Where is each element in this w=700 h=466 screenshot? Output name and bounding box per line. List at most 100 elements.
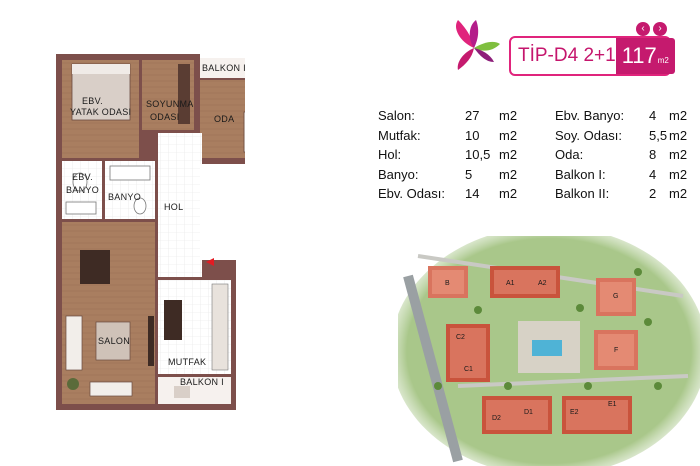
label-ebv-banyo-2: BANYO (66, 185, 99, 195)
building-d (482, 396, 552, 434)
rug (95, 321, 131, 361)
area-right-name: Oda: (555, 147, 584, 163)
site-plan: B A1 A2 G C2 C1 F D2 D1 E2 E1 (398, 236, 700, 466)
site-label-a2: A2 (538, 280, 547, 287)
area-left-unit: m2 (499, 186, 518, 202)
area-right-value: 8 (649, 147, 657, 163)
area-left-name: Salon: (378, 108, 415, 123)
area-right-value: 4 (649, 108, 657, 123)
label-soyunma-1: SOYUNMA (146, 99, 194, 109)
label-ebv-banyo-1: EBV. (72, 172, 93, 182)
area-left-row: Hol: 10,5 m2 (378, 145, 517, 165)
building-b (428, 266, 468, 298)
shower-ebv-banyo (65, 201, 97, 215)
area-right-unit: m2 (669, 108, 688, 123)
area-left-value: 14 (465, 186, 480, 202)
area-right-name: Balkon I: (555, 166, 606, 182)
area-left-value: 10,5 (465, 147, 491, 163)
label-balkon-ii: BALKON II (202, 63, 245, 73)
type-badge: TİP-D4 2+1 117 m2 (509, 36, 675, 76)
area-left-value: 10 (465, 127, 480, 143)
label-salon: SALON (98, 336, 130, 346)
area-left-value: 27 (465, 108, 480, 123)
area-right-row: Ebv. Banyo: 4 m2 (555, 106, 687, 126)
label-oda: ODA (214, 114, 234, 124)
area-right-name: Soy. Odası: (555, 127, 622, 143)
area-right-name: Ebv. Banyo: (555, 108, 625, 123)
dining-table (80, 250, 110, 284)
next-button[interactable]: › (653, 22, 667, 36)
area-left-unit: m2 (499, 166, 518, 182)
area-left-row: Ebv. Odası: 14 m2 (378, 184, 517, 204)
type-area-unit: m2 (657, 55, 669, 65)
area-right-unit: m2 (669, 166, 688, 182)
area-right-row: Balkon II: 2 m2 (555, 184, 687, 204)
building-g (596, 278, 636, 316)
bed-master-pillow (72, 64, 130, 74)
label-soyunma-2: ODASI (150, 112, 180, 122)
site-label-d1: D1 (524, 409, 533, 416)
building-f (594, 330, 638, 370)
tv-unit (148, 316, 154, 366)
room-balkon-i (158, 377, 231, 404)
room-hol (158, 133, 202, 277)
room-oda (200, 80, 245, 158)
bathtub-banyo (109, 165, 151, 181)
site-label-e1: E1 (608, 401, 617, 408)
balcony-chair (174, 386, 190, 398)
area-left-row: Salon: 27 m2 (378, 106, 517, 126)
floor-plan: BALKON II EBV. YATAK ODASI SOYUNMA ODASI… (56, 54, 245, 410)
room-salon (62, 222, 155, 404)
label-balkon-i: BALKON I (180, 377, 224, 387)
type-name: TİP-D4 2+1 (518, 45, 616, 66)
plant (67, 378, 79, 390)
area-right-row: Balkon I: 4 m2 (555, 165, 687, 185)
sofa-bottom (89, 381, 133, 397)
hol-entrance-gap (200, 164, 204, 260)
area-right-value: 2 (649, 186, 657, 202)
type-area-value: 117 (621, 43, 657, 68)
area-left-name: Mutfak: (378, 127, 421, 143)
area-left-name: Ebv. Odası: (378, 186, 445, 202)
building-a (490, 266, 560, 298)
site-pool (532, 340, 562, 356)
room-balkon-ii (200, 58, 245, 78)
area-left-unit: m2 (499, 127, 518, 143)
brand-logo-icon (455, 20, 500, 70)
entrance-arrow-icon (206, 258, 214, 266)
area-right-value: 4 (649, 166, 657, 182)
area-left-name: Banyo: (378, 166, 419, 182)
area-right-unit: m2 (669, 127, 688, 143)
site-label-c2: C2 (456, 334, 465, 341)
area-right-unit: m2 (669, 186, 688, 202)
area-left-row: Mutfak: 10 m2 (378, 126, 517, 146)
site-path-2 (457, 374, 689, 388)
kitchen-table (164, 300, 182, 340)
wardrobe-soyunma (178, 64, 190, 124)
site-label-b: B (445, 280, 450, 287)
area-right-value: 5,5 (649, 127, 668, 143)
label-mutfak: MUTFAK (168, 357, 206, 367)
building-c (446, 324, 490, 382)
wc-ebv-banyo (72, 172, 88, 192)
label-ebv-yatak-1: EBV. (82, 96, 103, 106)
label-hol: HOL (164, 202, 183, 212)
site-road (403, 274, 463, 463)
area-left-unit: m2 (499, 108, 518, 123)
site-label-d2: D2 (492, 415, 501, 422)
area-left-unit: m2 (499, 147, 518, 163)
area-right-name: Balkon II: (555, 186, 610, 202)
site-label-c1: C1 (464, 366, 473, 373)
kitchen-counter (211, 283, 229, 371)
label-banyo: BANYO (108, 192, 141, 202)
area-left-name: Hol: (378, 147, 402, 163)
site-label-e2: E2 (570, 409, 579, 416)
wc-banyo (133, 197, 147, 215)
prev-button[interactable]: ‹ (636, 22, 650, 36)
type-area-box: 117 m2 (615, 38, 675, 74)
